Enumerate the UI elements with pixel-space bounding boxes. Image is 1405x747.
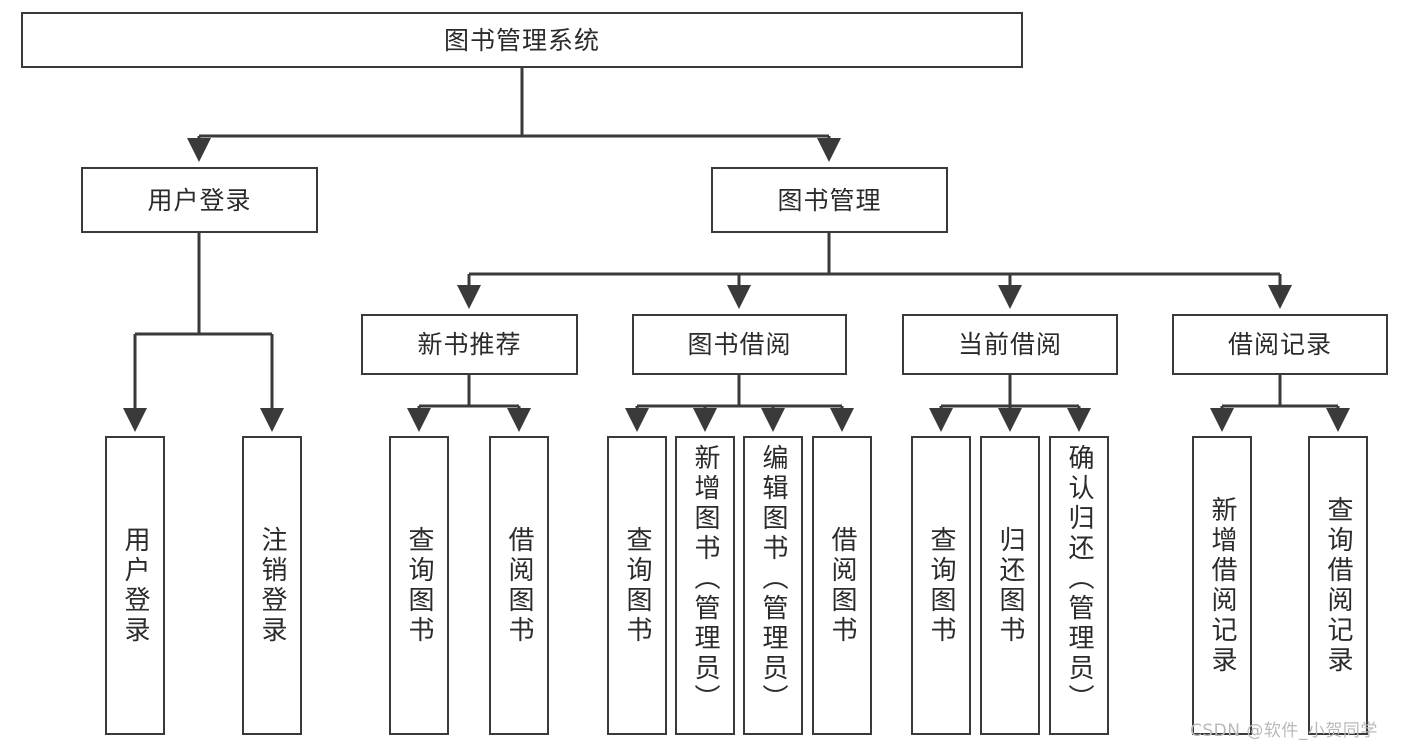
node-current-borrow[interactable]: 当前借阅 — [902, 314, 1118, 375]
node-leaf-query-book-2[interactable]: 查询图书 — [607, 436, 667, 735]
node-leaf-add-book-label: 新增图书（管理员） — [690, 444, 720, 714]
node-root-label: 图书管理系统 — [443, 25, 600, 55]
node-leaf-borrow-book-2-label: 借阅图书 — [827, 525, 857, 646]
node-leaf-confirm-return[interactable]: 确认归还（管理员） — [1049, 436, 1109, 735]
node-borrow-record-label: 借阅记录 — [1227, 330, 1332, 359]
node-leaf-edit-book[interactable]: 编辑图书（管理员） — [743, 436, 803, 735]
node-leaf-query-book-1[interactable]: 查询图书 — [389, 436, 449, 735]
node-leaf-logout-login[interactable]: 注销登录 — [242, 436, 302, 735]
node-leaf-add-record-label: 新增借阅记录 — [1207, 495, 1237, 676]
node-leaf-query-record-label: 查询借阅记录 — [1323, 495, 1353, 676]
node-leaf-logout-login-label: 注销登录 — [257, 525, 287, 646]
node-new-book-recommend-label: 新书推荐 — [417, 330, 522, 359]
node-leaf-borrow-book-1[interactable]: 借阅图书 — [489, 436, 549, 735]
node-leaf-query-book-2-label: 查询图书 — [622, 525, 652, 646]
node-book-management[interactable]: 图书管理 — [711, 167, 948, 233]
node-leaf-user-login[interactable]: 用户登录 — [105, 436, 165, 735]
node-leaf-confirm-return-label: 确认归还（管理员） — [1064, 444, 1094, 714]
node-leaf-add-book[interactable]: 新增图书（管理员） — [675, 436, 735, 735]
node-user-login[interactable]: 用户登录 — [81, 167, 318, 233]
node-book-borrow[interactable]: 图书借阅 — [632, 314, 847, 375]
node-leaf-query-book-3-label: 查询图书 — [926, 525, 956, 646]
node-user-login-label: 用户登录 — [147, 185, 252, 215]
node-leaf-query-record[interactable]: 查询借阅记录 — [1308, 436, 1368, 735]
node-current-borrow-label: 当前借阅 — [957, 330, 1062, 359]
node-book-borrow-label: 图书借阅 — [687, 330, 792, 359]
node-leaf-user-login-label: 用户登录 — [120, 525, 150, 646]
node-leaf-borrow-book-1-label: 借阅图书 — [504, 525, 534, 646]
node-leaf-add-record[interactable]: 新增借阅记录 — [1192, 436, 1252, 735]
node-borrow-record[interactable]: 借阅记录 — [1172, 314, 1388, 375]
watermark: CSDN @软件_小贺同学 — [1190, 721, 1378, 741]
node-leaf-return-book-label: 归还图书 — [995, 525, 1025, 646]
node-root[interactable]: 图书管理系统 — [21, 12, 1023, 68]
node-leaf-query-book-3[interactable]: 查询图书 — [911, 436, 971, 735]
node-leaf-return-book[interactable]: 归还图书 — [980, 436, 1040, 735]
node-leaf-query-book-1-label: 查询图书 — [404, 525, 434, 646]
node-book-management-label: 图书管理 — [777, 185, 882, 215]
node-leaf-edit-book-label: 编辑图书（管理员） — [758, 444, 788, 714]
node-new-book-recommend[interactable]: 新书推荐 — [361, 314, 578, 375]
node-leaf-borrow-book-2[interactable]: 借阅图书 — [812, 436, 872, 735]
